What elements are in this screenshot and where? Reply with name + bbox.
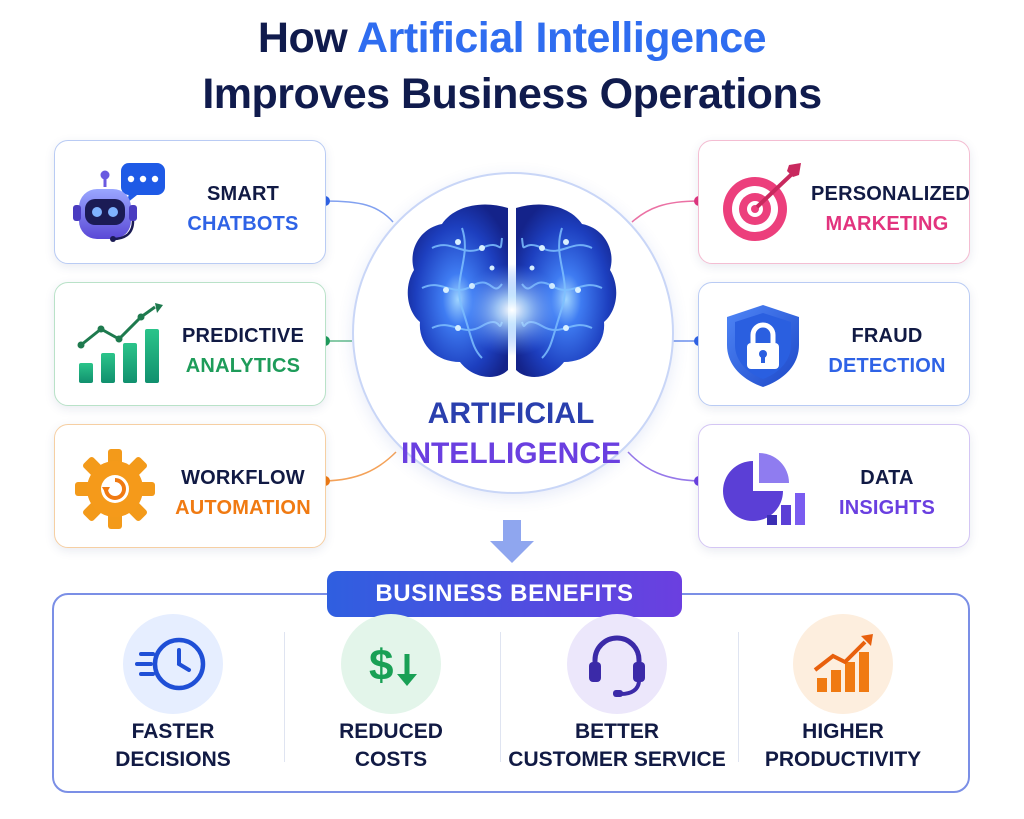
clock-speed-icon xyxy=(123,614,223,714)
pie-bar-chart-icon xyxy=(715,443,811,531)
shield-lock-icon xyxy=(715,301,811,389)
growth-chart-icon xyxy=(793,614,893,714)
title-accent: Artificial Intelligence xyxy=(357,14,767,62)
card-label-line2: ANALYTICS xyxy=(185,355,301,377)
center-label-line1: ARTIFICIAL xyxy=(427,397,595,430)
card-data-insights: DATA INSIGHTS xyxy=(698,424,970,548)
benefit-label-line2: CUSTOMER SERVICE xyxy=(508,748,726,771)
card-fraud-detection: FRAUD DETECTION xyxy=(698,282,970,406)
svg-text:$: $ xyxy=(369,641,393,690)
benefit-label-line2: PRODUCTIVITY xyxy=(764,748,922,771)
connector-insights xyxy=(627,451,700,482)
card-label-line1: PREDICTIVE xyxy=(181,325,305,347)
benefit-divider xyxy=(738,632,739,762)
connector-automation xyxy=(324,451,397,482)
card-label-line2: DETECTION xyxy=(828,355,946,377)
center-label-line2: INTELLIGENCE xyxy=(400,437,621,470)
card-personalized-marketing: PERSONALIZED MARKETING xyxy=(698,140,970,264)
card-label-line1: PERSONALIZED xyxy=(811,183,971,205)
benefit-label-line1: REDUCED xyxy=(339,720,443,743)
brain-icon xyxy=(407,204,617,377)
chatbot-robot-icon xyxy=(71,159,167,247)
card-label-line2: AUTOMATION xyxy=(175,497,311,519)
card-label-line2: INSIGHTS xyxy=(838,497,936,519)
dollar-down-icon: $ xyxy=(341,614,441,714)
benefit-label-line1: HIGHER xyxy=(802,720,884,743)
benefit-higher-productivity: HIGHER PRODUCTIVITY xyxy=(728,612,958,782)
card-smart-chatbots: SMART CHATBOTS xyxy=(54,140,326,264)
page-title-line2: Improves Business Operations xyxy=(202,70,822,118)
benefit-label-line1: BETTER xyxy=(575,720,659,743)
headset-icon xyxy=(567,614,667,714)
card-label-line2: MARKETING xyxy=(825,213,949,235)
target-arrow-icon xyxy=(715,159,811,247)
card-workflow-automation: WORKFLOW AUTOMATION xyxy=(54,424,326,548)
benefit-label-line1: FASTER xyxy=(131,720,215,743)
benefit-label-line2: COSTS xyxy=(354,748,428,771)
page-title-line1: How Artificial Intelligence xyxy=(0,14,1024,62)
benefit-label-line2: DECISIONS xyxy=(115,748,231,771)
rising-bar-chart-icon xyxy=(71,301,167,389)
title-prefix: How xyxy=(257,14,358,62)
benefit-divider xyxy=(284,632,285,762)
connector-chatbots xyxy=(324,200,394,223)
gear-icon xyxy=(71,443,167,531)
card-label-line1: DATA xyxy=(860,467,914,489)
card-label-line1: WORKFLOW xyxy=(181,467,305,489)
benefit-divider xyxy=(500,632,501,762)
benefit-reduced-costs: $ REDUCED COSTS xyxy=(276,612,506,782)
benefits-heading: BUSINESS BENEFITS xyxy=(327,571,682,617)
benefit-faster-decisions: FASTER DECISIONS xyxy=(58,612,288,782)
benefit-better-customer-service: BETTER CUSTOMER SERVICE xyxy=(502,612,732,782)
card-predictive-analytics: PREDICTIVE ANALYTICS xyxy=(54,282,326,406)
card-label-line1: SMART xyxy=(206,183,280,205)
down-arrow-icon xyxy=(490,520,534,563)
card-label-line2: CHATBOTS xyxy=(187,213,299,235)
connector-marketing xyxy=(631,200,700,223)
card-label-line1: FRAUD xyxy=(851,325,923,347)
